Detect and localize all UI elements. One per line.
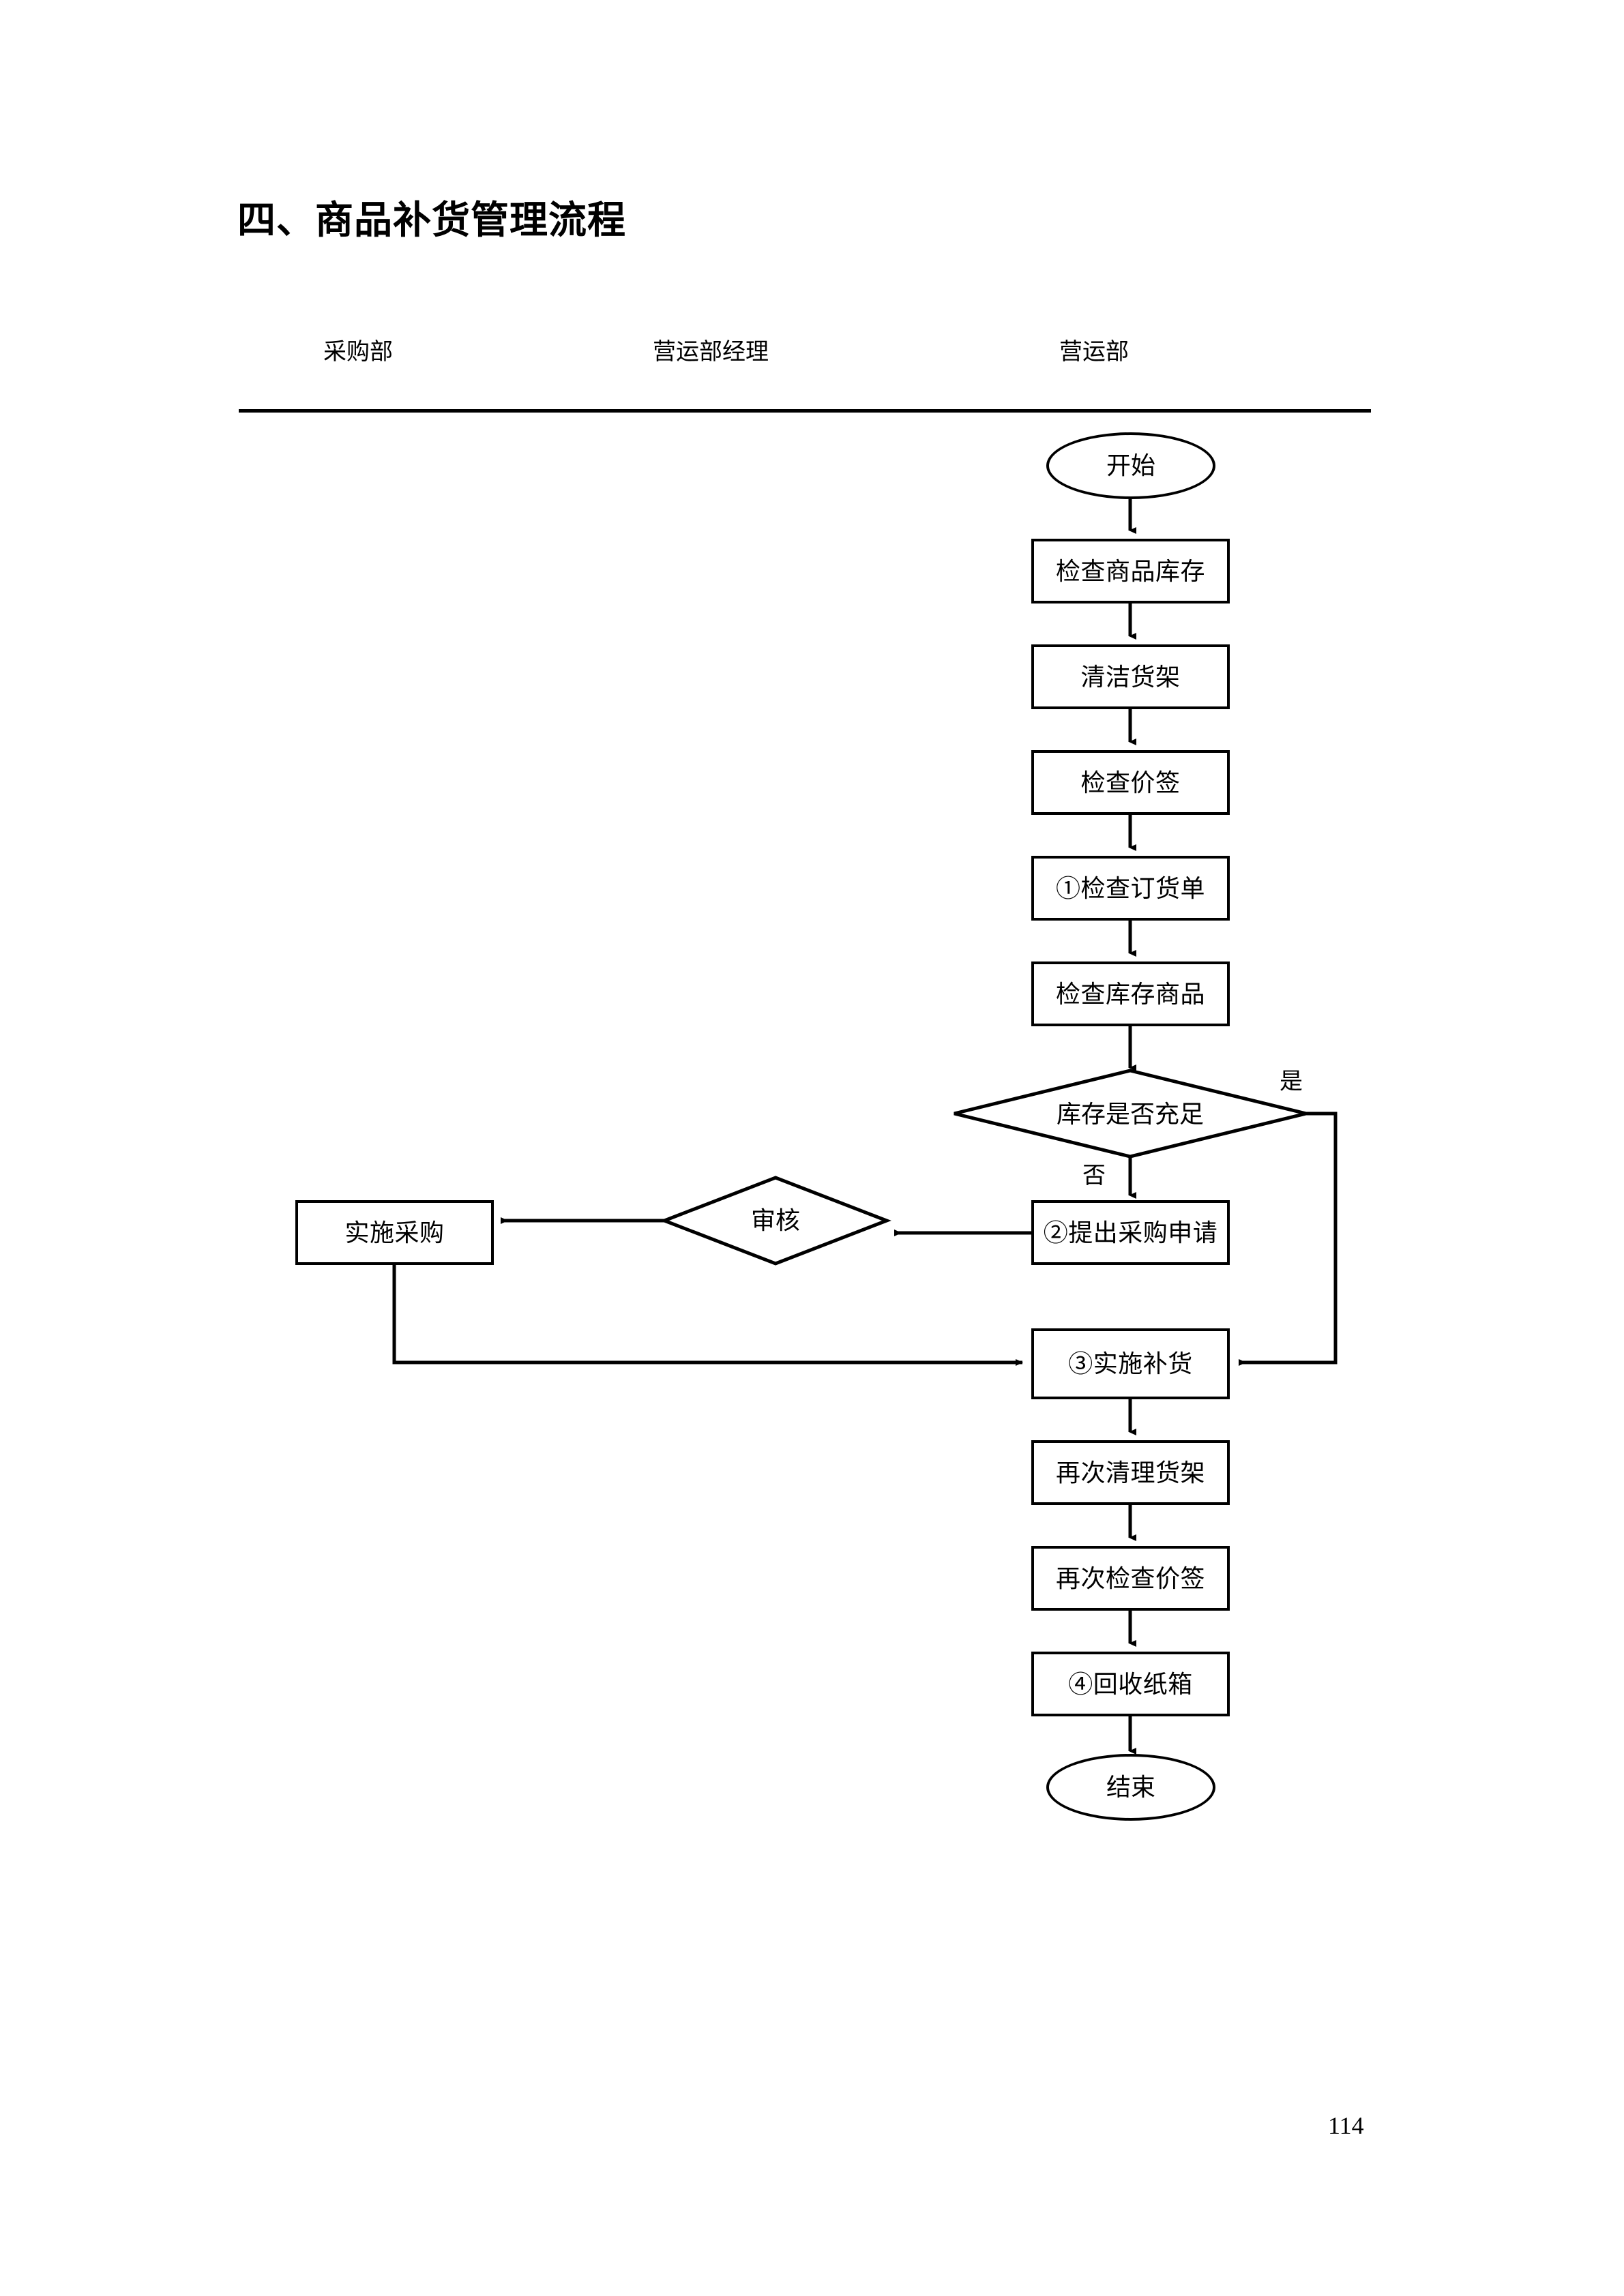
flow-node-check-price-tags-again[interactable]: 再次检查价签 xyxy=(1031,1546,1230,1611)
flow-node-execute-replenishment[interactable]: ③实施补货 xyxy=(1031,1328,1230,1399)
swimlane-header-operations: 营运部 xyxy=(1059,340,1129,365)
flow-node-is-stock-sufficient[interactable]: 库存是否充足 xyxy=(1056,1101,1204,1128)
flow-node-clean-shelves[interactable]: 清洁货架 xyxy=(1031,644,1230,709)
flow-node-check-stock-goods[interactable]: 检查库存商品 xyxy=(1031,961,1230,1026)
swimlane-header-purchasing: 采购部 xyxy=(323,340,393,365)
flow-node-review[interactable]: 审核 xyxy=(750,1207,800,1234)
edge-label-no: 否 xyxy=(1082,1163,1106,1189)
page-number: 114 xyxy=(1328,2112,1364,2139)
flow-node-check-order-form[interactable]: ①检查订货单 xyxy=(1031,856,1230,921)
edge-label-yes: 是 xyxy=(1280,1069,1303,1094)
flow-node-clean-shelves-again[interactable]: 再次清理货架 xyxy=(1031,1440,1230,1505)
flow-node-check-price-tags[interactable]: 检查价签 xyxy=(1031,750,1230,815)
flow-node-start[interactable]: 开始 xyxy=(1046,432,1215,499)
flow-node-end[interactable]: 结束 xyxy=(1046,1754,1215,1821)
swimlane-divider-rule xyxy=(239,409,1371,413)
flow-node-recycle-cartons[interactable]: ④回收纸箱 xyxy=(1031,1652,1230,1716)
swimlane-header-operations-manager: 营运部经理 xyxy=(653,340,769,365)
page-title: 四、商品补货管理流程 xyxy=(237,198,626,241)
flow-node-execute-purchase[interactable]: 实施采购 xyxy=(295,1200,494,1265)
flow-node-submit-purchase-request[interactable]: ②提出采购申请 xyxy=(1031,1200,1230,1265)
flow-node-check-product-inventory[interactable]: 检查商品库存 xyxy=(1031,539,1230,603)
